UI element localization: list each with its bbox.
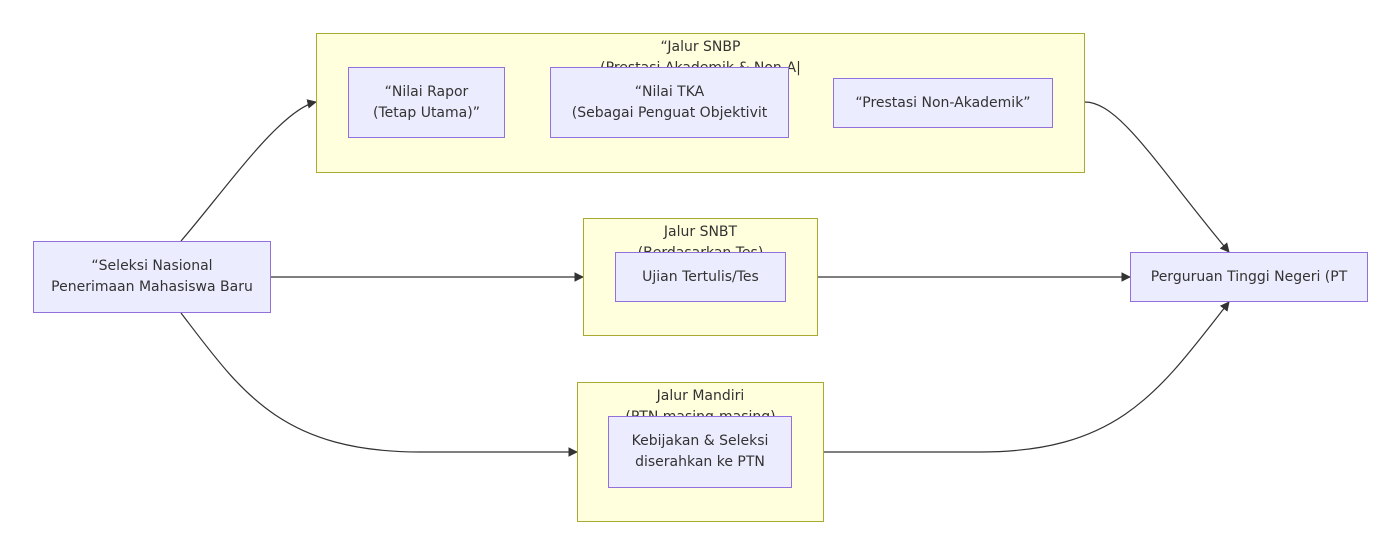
node-seleksi-nasional[interactable]: “Seleksi Nasional Penerimaan Mahasiswa B… [33,241,271,313]
node-prestasi-non-akademik[interactable]: “Prestasi Non-Akademik” [833,78,1053,128]
edge-mandiri-to-ptn [823,301,1230,453]
edge-snmpb-to-snbp [180,99,317,242]
edge-snmpb-to-mandiri [180,312,578,457]
node-kebijakan-seleksi[interactable]: Kebijakan & Seleksi diserahkan ke PTN [608,416,792,488]
node-perguruan-tinggi-negeri[interactable]: Perguruan Tinggi Negeri (PT [1130,252,1368,302]
node-nilai-tka[interactable]: “Nilai TKA (Sebagai Penguat Objektivit [550,67,789,138]
node-nilai-rapor[interactable]: “Nilai Rapor (Tetap Utama)” [348,67,505,138]
node-ujian-tertulis[interactable]: Ujian Tertulis/Tes [615,252,786,302]
edge-snbp-to-ptn [1084,101,1230,253]
